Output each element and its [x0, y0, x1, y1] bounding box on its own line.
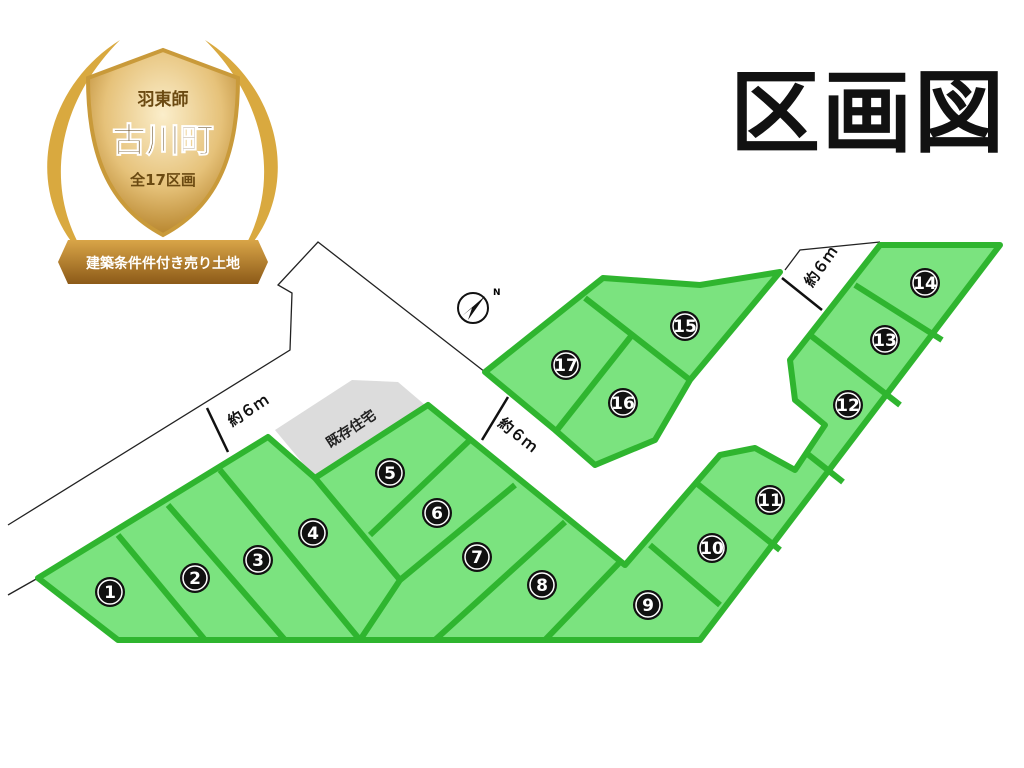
- badge-town: 古川町: [112, 121, 214, 161]
- lot-dividers: [115, 282, 944, 643]
- lot-number: 1: [104, 583, 116, 603]
- road-width-label: 約６ｍ: [801, 243, 842, 290]
- lot-number: 4: [307, 524, 319, 544]
- lot-number: 13: [873, 331, 897, 351]
- lot-8-marker[interactable]: 8: [527, 570, 557, 600]
- lot-2-marker[interactable]: 2: [180, 563, 210, 593]
- badge-count: 全17区画: [129, 171, 196, 189]
- lot-11-marker[interactable]: 11: [755, 485, 785, 515]
- badge-logo: 羽東師 古川町 全17区画 建築条件件付き売り土地: [47, 40, 278, 284]
- road-width-label: 約６ｍ: [495, 414, 542, 456]
- lot-number: 6: [431, 504, 443, 524]
- page-title: 区画図: [730, 61, 1006, 166]
- lot-7-marker[interactable]: 7: [462, 542, 492, 572]
- road-width-label: 約６ｍ: [224, 391, 272, 431]
- lot-14-marker[interactable]: 14: [910, 268, 940, 298]
- lot-number: 3: [252, 551, 264, 571]
- lot-number: 5: [384, 464, 396, 484]
- shield-icon: [85, 47, 241, 238]
- lot-10-marker[interactable]: 10: [697, 533, 727, 563]
- lot-number: 2: [189, 569, 201, 589]
- laurel-icon: [47, 40, 278, 262]
- lot-4-marker[interactable]: 4: [298, 518, 328, 548]
- site-boundary: [784, 241, 881, 271]
- lot-number: 11: [758, 491, 782, 511]
- lot-17-marker[interactable]: 17: [551, 350, 581, 380]
- lot-number: 7: [471, 548, 483, 568]
- lot-number: 17: [554, 356, 578, 376]
- site-boundary: [7, 577, 39, 596]
- compass-icon: N: [457, 288, 501, 324]
- lot-5-marker[interactable]: 5: [375, 458, 405, 488]
- lot-number: 8: [536, 576, 548, 596]
- site-boundary: [7, 241, 486, 526]
- lot-9-marker[interactable]: 9: [633, 590, 663, 620]
- lot-6-marker[interactable]: 6: [422, 498, 452, 528]
- lot-number: 9: [642, 596, 654, 616]
- lot-13-marker[interactable]: 13: [870, 325, 900, 355]
- lot-number: 14: [913, 274, 937, 294]
- lot-number: 16: [611, 394, 635, 414]
- lot-number: 10: [700, 539, 724, 559]
- lot-number: 12: [836, 396, 860, 416]
- lot-number: 15: [673, 317, 697, 337]
- dimension-arrows: [205, 277, 823, 453]
- compass-north-label: N: [493, 288, 501, 298]
- lot-1-marker[interactable]: 1: [95, 577, 125, 607]
- lot-3-marker[interactable]: 3: [243, 545, 273, 575]
- lot-15-marker[interactable]: 15: [670, 311, 700, 341]
- lot-16-marker[interactable]: 16: [608, 388, 638, 418]
- lot-12-marker[interactable]: 12: [833, 390, 863, 420]
- badge-area: 羽東師: [138, 89, 189, 110]
- existing-house-area: [275, 380, 425, 478]
- badge-ribbon: 建築条件件付き売り土地: [86, 255, 240, 272]
